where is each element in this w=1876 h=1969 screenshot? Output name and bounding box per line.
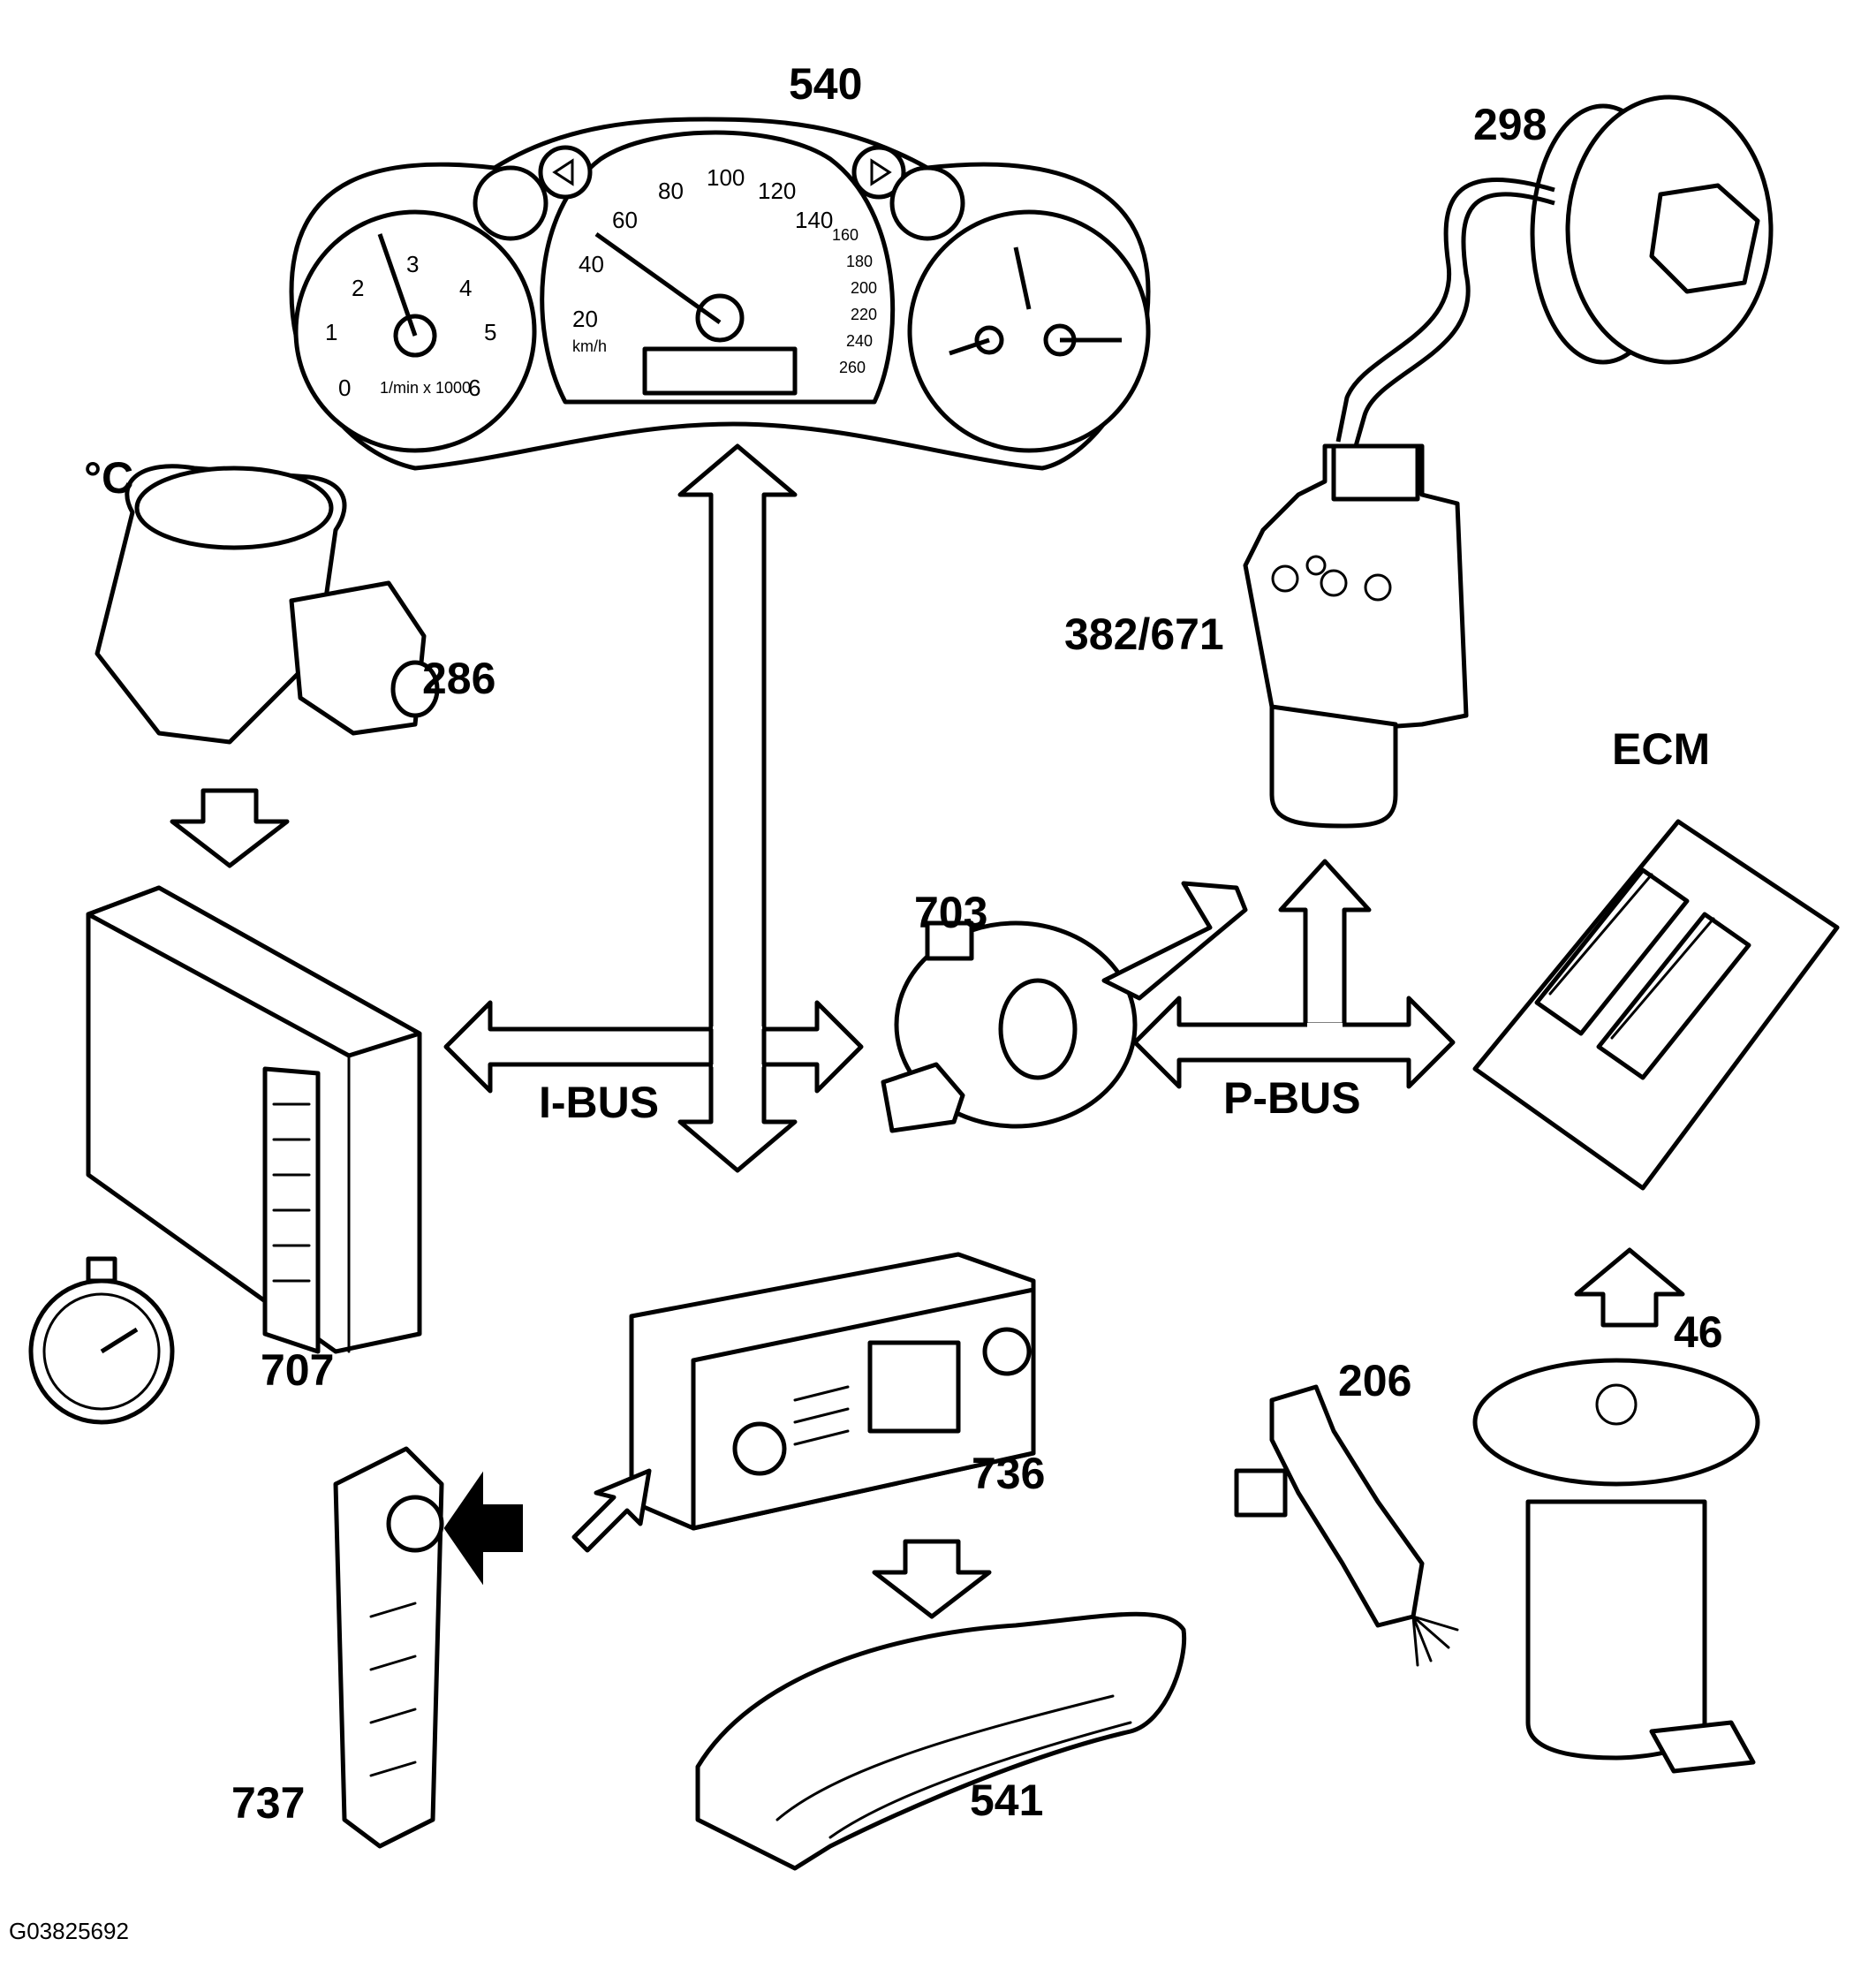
speed-tick-80: 80 (658, 178, 684, 204)
stopwatch-icon (28, 1256, 175, 1425)
speed-tick-40: 40 (579, 251, 604, 277)
right-turn-indicator-icon (851, 145, 906, 200)
label-703: 703 (914, 888, 987, 937)
headlight-icon (473, 165, 548, 241)
label-46: 46 (1674, 1307, 1723, 1357)
speedometer-dial (540, 130, 896, 405)
speed-tick-140: 140 (795, 207, 833, 233)
speed-tick-60: 60 (612, 207, 638, 233)
figure-id: G03825692 (9, 1918, 129, 1944)
arrow-286-to-707 (170, 788, 290, 868)
switch-module-737 (333, 1446, 444, 1849)
label-temp-celsius: °C (84, 453, 133, 503)
label-298: 298 (1473, 100, 1547, 149)
infotainment-unit-736 (629, 1252, 1036, 1531)
rpm-tick-5: 5 (484, 319, 496, 345)
speed-unit: km/h (572, 337, 607, 355)
display-unit-541 (695, 1611, 1187, 1871)
label-p-bus: P-BUS (1223, 1073, 1361, 1123)
rpm-tick-1: 1 (325, 319, 337, 345)
arrow-736-to-541 (872, 1539, 992, 1619)
speed-tick-200: 200 (851, 279, 877, 297)
instrument-cluster-540: 0 1 2 3 4 5 6 1/min x 1000 20 40 60 80 1… (289, 117, 1151, 471)
i-bus-horizontal-arrow (443, 1000, 864, 1094)
p-bus-up-arrow-to-abs (1278, 859, 1372, 1027)
speed-tick-20: 20 (572, 306, 598, 332)
rpm-tick-4: 4 (459, 275, 472, 301)
label-737: 737 (231, 1778, 305, 1828)
rpm-unit: 1/min x 1000 (380, 379, 471, 397)
label-707: 707 (261, 1345, 334, 1395)
speed-tick-160: 160 (832, 226, 859, 244)
speed-tick-220: 220 (851, 306, 877, 323)
brake-warning-icon (889, 165, 965, 241)
label-ecm: ECM (1612, 724, 1710, 774)
speed-tick-240: 240 (846, 332, 873, 350)
arrow-737-to-736 (571, 1468, 652, 1553)
rpm-tick-6: 6 (468, 375, 480, 401)
fuel-temp-dial (907, 209, 1151, 453)
rpm-tick-2: 2 (352, 275, 364, 301)
fuel-pump-46 (1472, 1358, 1760, 1774)
label-i-bus: I-BUS (539, 1078, 659, 1127)
label-206: 206 (1338, 1356, 1411, 1405)
fuel-injector-206 (1234, 1384, 1459, 1667)
rpm-tick-0: 0 (338, 375, 351, 401)
steering-column-switch-703 (881, 881, 1248, 1133)
label-541: 541 (970, 1776, 1043, 1825)
speed-tick-260: 260 (839, 359, 866, 376)
control-module-707 (86, 885, 422, 1354)
input-arrow-737 (443, 1471, 523, 1586)
air-mass-meter-286 (95, 464, 440, 745)
label-286: 286 (422, 654, 495, 703)
left-turn-indicator-icon (538, 145, 593, 200)
p-bus-horizontal-arrow (1132, 996, 1456, 1089)
wheel-speed-sensor-298 (1335, 95, 1774, 447)
speed-tick-100: 100 (707, 164, 745, 191)
label-382-671: 382/671 (1064, 610, 1224, 659)
odometer-display (642, 346, 798, 396)
speed-tick-120: 120 (758, 178, 796, 204)
rpm-tick-3: 3 (406, 251, 419, 277)
arrow-46-to-ecm (1574, 1247, 1685, 1328)
label-736: 736 (972, 1449, 1045, 1498)
label-540: 540 (789, 59, 862, 109)
speed-tick-180: 180 (846, 253, 873, 270)
abs-unit-382-671 (1243, 443, 1469, 829)
ecm-module (1472, 819, 1840, 1191)
i-bus-vertical-arrow (677, 443, 798, 1173)
